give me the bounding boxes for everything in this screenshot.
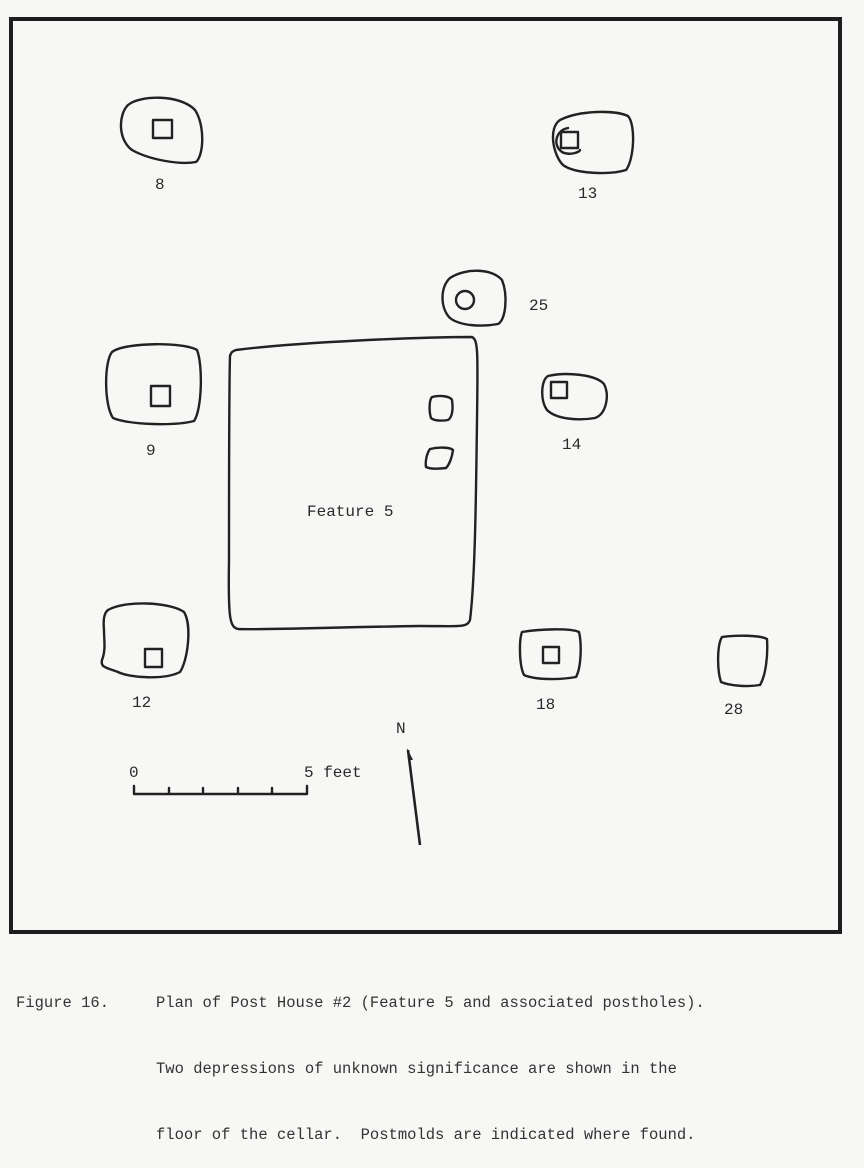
- posthole-label: 12: [132, 694, 151, 712]
- caption-line-3: floor of the cellar. Postmolds are indic…: [156, 1126, 696, 1144]
- caption-line-2: Two depressions of unknown significance …: [156, 1060, 677, 1078]
- posthole-label: 8: [155, 176, 165, 194]
- figure-caption: Figure 16. Plan of Post House #2 (Feature…: [16, 948, 705, 1168]
- site-plan-drawing: 8 13 25 9 14 Feature 5 12: [9, 17, 842, 934]
- posthole-13: 13: [551, 110, 635, 203]
- posthole-8: 8: [119, 96, 204, 194]
- north-arrow: N: [396, 720, 422, 846]
- scale-bar: 0 5 feet: [129, 764, 362, 796]
- feature-5-cellar: Feature 5: [227, 335, 479, 631]
- posthole-12: 12: [100, 602, 190, 712]
- posthole-label: 28: [724, 701, 743, 719]
- figure-frame: [9, 17, 842, 934]
- depression: [428, 394, 454, 422]
- figure-number: Figure 16.: [16, 994, 110, 1012]
- caption-line-1: Plan of Post House #2 (Feature 5 and ass…: [156, 994, 705, 1012]
- posthole-9: 9: [104, 343, 203, 460]
- north-label: N: [396, 720, 406, 738]
- posthole-25: 25: [441, 269, 548, 327]
- posthole-label: 9: [146, 442, 156, 460]
- posthole-14: 14: [541, 372, 608, 454]
- posthole-label: 13: [578, 185, 597, 203]
- feature-label: Feature 5: [307, 503, 393, 521]
- scale-end-label: 5 feet: [304, 764, 362, 782]
- posthole-28: 28: [716, 634, 769, 719]
- posthole-label: 18: [536, 696, 555, 714]
- depression: [424, 446, 455, 470]
- posthole-label: 25: [529, 297, 548, 315]
- posthole-18: 18: [518, 628, 582, 714]
- scale-start-label: 0: [129, 764, 139, 782]
- posthole-label: 14: [562, 436, 581, 454]
